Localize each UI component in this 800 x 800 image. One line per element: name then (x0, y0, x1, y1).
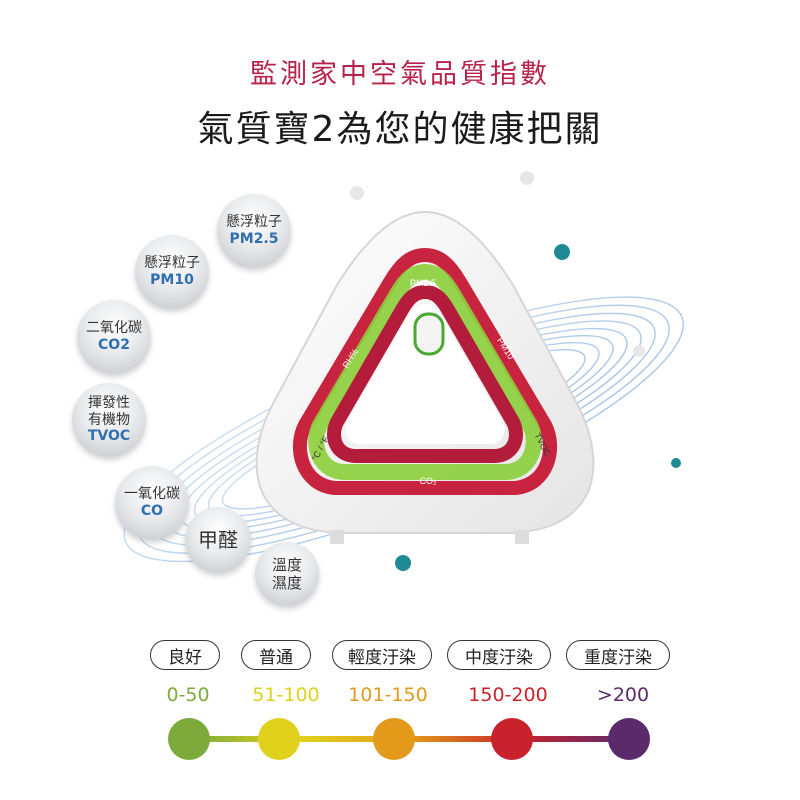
bubble-co-en: CO (140, 503, 164, 519)
scale-dot-moderate (258, 718, 300, 760)
bubble-co-zh: 一氧化碳 (124, 486, 180, 503)
range-heavy: >200 (596, 684, 650, 706)
level-pill-light: 輕度汙染 (332, 640, 432, 670)
level-pill-moderate: 普通 (241, 640, 311, 670)
scale-dot-good (168, 718, 210, 760)
level-pill-good: 良好 (150, 640, 220, 670)
bubble-co2: 二氧化碳 CO2 (77, 300, 151, 374)
co2-device-label: CO₂ (420, 476, 438, 486)
bubble-co: 一氧化碳 CO (115, 466, 189, 540)
bubble-pm25-en: PM2.5 (229, 231, 279, 247)
decor-dot (554, 244, 570, 260)
bubble-pm10: 懸浮粒子 PM10 (135, 235, 209, 309)
bubble-temp-humidity-zh: 溫度 濕度 (271, 556, 302, 592)
range-good: 0-50 (166, 684, 210, 706)
bubble-tvoc-zh: 揮發性 有機物 (88, 394, 130, 428)
decor-dot (395, 555, 411, 571)
decor-dot (633, 345, 645, 357)
bubble-pm25: 懸浮粒子 PM2.5 (217, 194, 291, 268)
bubble-co2-zh: 二氧化碳 (86, 320, 142, 337)
scale-dot-light (373, 718, 415, 760)
power-button (413, 312, 445, 356)
air-monitor-device: PM2.5 PM10 RH% TVOC °C / °F CO₂ (255, 210, 595, 544)
page-title: 氣質寶2為您的健康把關 (197, 109, 603, 150)
subtitle: 監測家中空氣品質指數 (250, 59, 550, 90)
decor-dot (520, 171, 534, 185)
bubble-formaldehyde-zh: 甲醛 (198, 528, 238, 552)
level-pill-heavy: 重度汙染 (566, 640, 670, 670)
range-moderate: 51-100 (252, 684, 320, 706)
bubble-pm10-en: PM10 (150, 272, 194, 288)
decor-dot (671, 458, 681, 468)
bubble-co2-en: CO2 (98, 337, 130, 353)
bubble-tvoc-en: TVOC (87, 428, 131, 445)
scale-dot-heavy (608, 718, 650, 760)
bubble-tvoc: 揮發性 有機物 TVOC (72, 383, 146, 457)
scale-dot-medium (491, 718, 533, 760)
range-light: 101-150 (348, 684, 428, 706)
bubble-pm25-zh: 懸浮粒子 (226, 214, 282, 231)
decor-dot (350, 186, 364, 200)
range-medium: 150-200 (468, 684, 548, 706)
bubble-pm10-zh: 懸浮粒子 (144, 255, 200, 272)
bubble-temp-humidity: 溫度 濕度 (255, 542, 319, 606)
level-pill-medium: 中度汙染 (447, 640, 551, 670)
pm25-label: PM2.5 (410, 278, 436, 288)
bubble-formaldehyde: 甲醛 (185, 507, 251, 573)
